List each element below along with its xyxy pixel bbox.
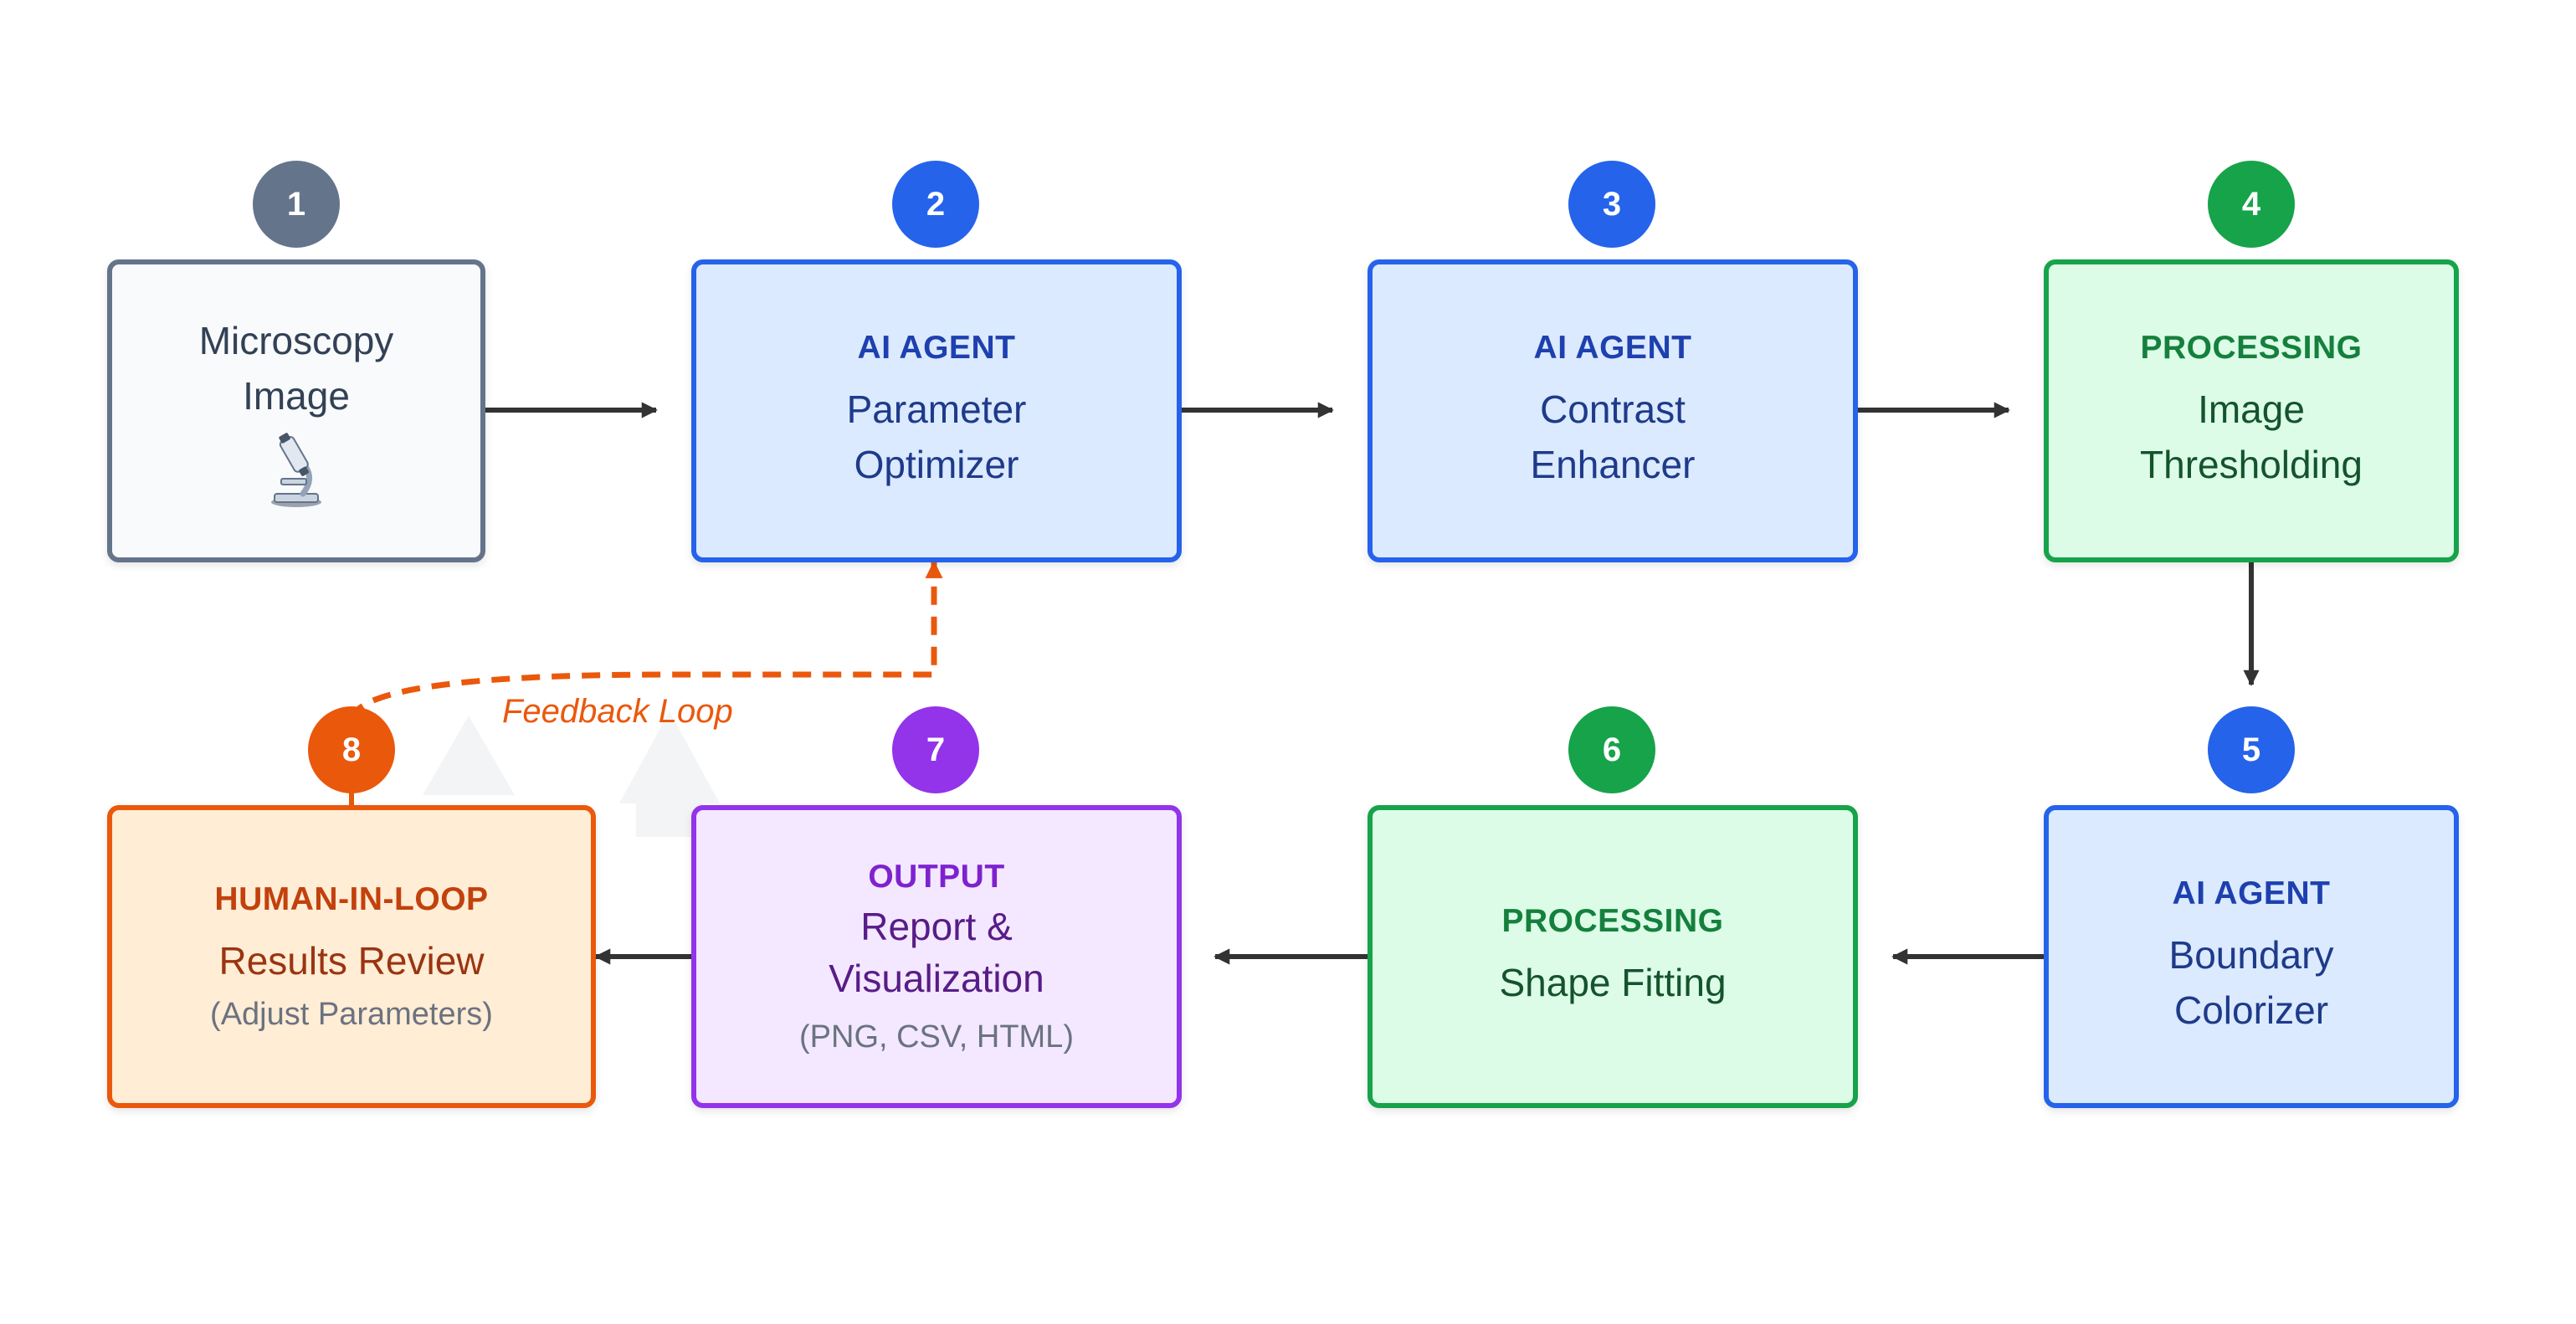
node-boundary-colorizer: AI AGENT Boundary Colorizer — [2044, 805, 2459, 1108]
step-badge-5: 5 — [2208, 706, 2295, 793]
node-1-name-line-2: Image — [243, 374, 350, 418]
node-6-name-line-1: Shape Fitting — [1499, 961, 1727, 1004]
step-badge-3: 3 — [1568, 161, 1655, 248]
node-1-name-line-1: Microscopy — [198, 319, 394, 362]
node-7-role: OUTPUT — [868, 858, 1005, 895]
node-2-role: AI AGENT — [857, 330, 1016, 366]
node-shape-fitting: PROCESSING Shape Fitting — [1368, 805, 1858, 1108]
node-8-role: HUMAN-IN-LOOP — [214, 880, 489, 917]
step-badge-6: 6 — [1568, 706, 1655, 793]
step-badge-1: 1 — [253, 161, 340, 248]
node-3-name-line-2: Enhancer — [1530, 443, 1696, 486]
step-badge-7: 7 — [892, 706, 979, 793]
node-contrast-enhancer: AI AGENT Contrast Enhancer — [1368, 259, 1858, 562]
microscope-icon — [271, 433, 321, 507]
node-7-name-line-1: Report & — [860, 904, 1013, 948]
node-3-name-line-1: Contrast — [1540, 387, 1686, 431]
node-4-name-line-1: Image — [2198, 387, 2305, 431]
node-6-role: PROCESSING — [1501, 903, 1724, 939]
node-parameter-optimizer: AI AGENT Parameter Optimizer — [691, 259, 1182, 562]
step-badge-8: 8 — [308, 706, 395, 793]
step-badge-2: 2 — [892, 161, 979, 248]
node-2-name-line-2: Optimizer — [854, 443, 1019, 486]
node-7-name-line-2: Visualization — [829, 956, 1044, 1000]
node-image-thresholding: PROCESSING Image Thresholding — [2044, 259, 2459, 562]
step-badge-4: 4 — [2208, 161, 2295, 248]
node-3-role: AI AGENT — [1533, 330, 1692, 366]
feedback-loop-label: Feedback Loop — [502, 693, 733, 730]
background-up-arrow — [423, 716, 515, 795]
node-5-name-line-2: Colorizer — [2173, 988, 2329, 1032]
node-8-name-line-1: Results Review — [218, 938, 485, 983]
node-8-subtitle: (Adjust Parameters) — [210, 996, 493, 1032]
node-5-role: AI AGENT — [2172, 875, 2331, 911]
node-microscopy-image: Microscopy Image — [107, 259, 485, 562]
node-report-visualization: OUTPUT Report & Visualization (PNG, CSV,… — [691, 805, 1182, 1108]
node-results-review: HUMAN-IN-LOOP Results Review (Adjust Par… — [107, 805, 596, 1108]
node-2-name-line-1: Parameter — [846, 387, 1027, 431]
node-4-role: PROCESSING — [2140, 330, 2363, 366]
node-5-name-line-1: Boundary — [2168, 933, 2334, 977]
node-4-name-line-2: Thresholding — [2140, 443, 2363, 486]
node-7-subtitle: (PNG, CSV, HTML) — [799, 1019, 1074, 1055]
background-up-arrow — [619, 711, 720, 837]
